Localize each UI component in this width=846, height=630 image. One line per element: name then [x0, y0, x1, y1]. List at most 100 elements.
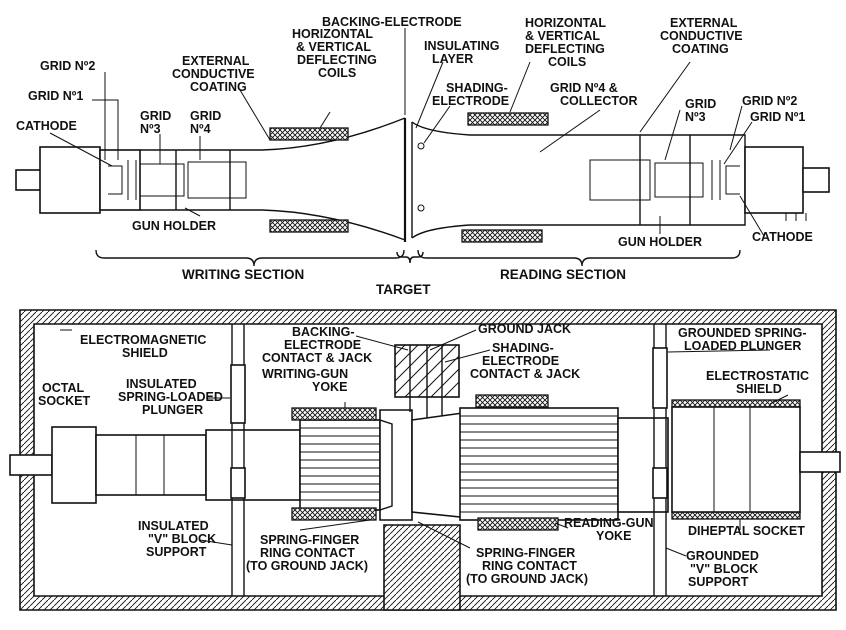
- grid1-right-leader: [723, 121, 753, 165]
- lower-assembly-drawing: [9, 309, 841, 611]
- shading-contact-leader: [444, 349, 491, 363]
- label-grounded-v-block: GROUNDED "V" BLOCK SUPPORT: [686, 549, 762, 589]
- right-grid3: [654, 162, 704, 198]
- label-backing-contact: BACKING- ELECTRODE CONTACT & JACK: [262, 325, 372, 365]
- lower-labels: ELECTROMAGNETIC SHIELD OCTAL SOCKET INSU…: [38, 322, 813, 589]
- label-coils-right: HORIZONTAL & VERTICAL DEFLECTING COILS: [525, 16, 609, 69]
- insulated-plunger: [230, 364, 246, 424]
- left-tube-body: [205, 429, 301, 501]
- left-neck-top: [140, 117, 406, 151]
- shading-electrode-top: [417, 142, 425, 150]
- coating-right-leader: [639, 61, 691, 133]
- grid3-right-leader: [664, 109, 681, 161]
- grid4-collector-leader: [539, 109, 601, 153]
- reading-yoke-coil-top: [475, 394, 549, 408]
- right-grid4-collector: [589, 159, 651, 201]
- insulated-v-block-leader: [199, 539, 233, 546]
- left-cathode: [108, 165, 123, 195]
- label-insulated-plunger: INSULATED SPRING-LOADED PLUNGER: [118, 377, 226, 417]
- jack-block-hatch: [394, 344, 460, 398]
- reading-yoke-leader: [554, 522, 569, 529]
- label-octal-socket: OCTAL SOCKET: [38, 381, 90, 408]
- label-backing-electrode: BACKING-ELECTRODE: [322, 15, 462, 29]
- upper-labels: BACKING-ELECTRODE INSULATING LAYER HORIZ…: [16, 15, 813, 297]
- label-insulating-layer: INSULATING LAYER: [424, 39, 503, 66]
- ground-block: [383, 524, 461, 611]
- target-ring: [379, 409, 413, 521]
- grounded-plunger-leader: [667, 349, 771, 353]
- label-grid1-right: GRID Nº1: [750, 110, 805, 124]
- shading-electrode-bottom: [417, 204, 425, 212]
- label-grid3-left: GRID Nº3: [140, 109, 175, 136]
- shading-electrode-leader: [423, 105, 451, 144]
- left-tube-base: [39, 146, 101, 214]
- label-writing-section: WRITING SECTION: [182, 267, 304, 282]
- right-base-pin: [802, 167, 830, 193]
- label-electrostatic-shield: ELECTROSTATIC SHIELD: [706, 369, 813, 396]
- label-ground-jack: GROUND JACK: [478, 322, 571, 336]
- writing-yoke-windings: [300, 427, 380, 501]
- label-grid3-right: GRID Nº3: [685, 97, 720, 124]
- grounded-plunger: [652, 347, 668, 409]
- electrostatic-shield-leader: [769, 394, 789, 405]
- writing-gun-yoke-body: [299, 419, 381, 511]
- label-grid4-collector: GRID Nº4 & COLLECTOR: [550, 81, 638, 108]
- label-cathode-left: CATHODE: [16, 119, 77, 133]
- left-deflecting-coil-bottom: [269, 219, 349, 233]
- label-spring-finger-right: SPRING-FINGER RING CONTACT (TO GROUND JA…: [466, 546, 588, 586]
- label-coating-right: EXTERNAL CONDUCTIVE COATING: [660, 16, 746, 56]
- reading-yoke-coil-bottom: [477, 517, 559, 531]
- label-grid1-left: GRID Nº1: [28, 89, 83, 103]
- right-bulb-outline: [411, 121, 746, 239]
- label-grid4-left: GRID Nº4: [190, 109, 225, 136]
- label-coating-left: EXTERNAL CONDUCTIVE COATING: [172, 54, 258, 94]
- label-reading-section: READING SECTION: [500, 267, 626, 282]
- octal-socket: [51, 426, 97, 504]
- cathode-left-leader: [49, 132, 113, 167]
- right-deflecting-coil-bottom: [461, 229, 543, 243]
- left-grid3: [139, 163, 185, 197]
- label-electromagnetic-shield: ELECTROMAGNETIC SHIELD: [80, 333, 210, 360]
- target-lip-left: [379, 419, 393, 511]
- spring-finger-left-leader: [299, 519, 371, 531]
- label-target: TARGET: [376, 282, 431, 297]
- label-insulated-v-block: INSULATED "V" BLOCK SUPPORT: [138, 519, 220, 559]
- label-gun-holder-right: GUN HOLDER: [618, 235, 702, 249]
- label-cathode-right: CATHODE: [752, 230, 813, 244]
- grounded-v-block: [652, 467, 668, 499]
- left-grid4: [187, 161, 247, 199]
- writing-section-brace: [95, 249, 405, 267]
- coils-left-leader: [319, 111, 331, 129]
- right-tube-base: [744, 146, 804, 214]
- grid1-left-leader: [92, 99, 119, 160]
- label-shading-electrode: SHADING- ELECTRODE: [432, 81, 511, 108]
- left-cathode-housing: [99, 149, 141, 211]
- label-gun-holder-left: GUN HOLDER: [132, 219, 216, 233]
- left-neck-bottom: [140, 209, 406, 241]
- left-deflecting-coil-top: [269, 127, 349, 141]
- left-socket-pin: [9, 454, 53, 476]
- coating-left-leader: [239, 89, 271, 141]
- left-tube-neck: [95, 434, 207, 496]
- writing-yoke-coil-top: [291, 407, 377, 421]
- right-cathode: [725, 165, 740, 195]
- right-socket-pin: [799, 451, 841, 473]
- label-writing-gun-yoke: WRITING-GUN YOKE: [262, 367, 352, 394]
- label-spring-finger-left: SPRING-FINGER RING CONTACT (TO GROUND JA…: [246, 533, 368, 573]
- spring-finger-right-leader: [417, 521, 471, 549]
- ground-jack-leader: [429, 329, 477, 351]
- grounded-v-block-leader: [665, 547, 687, 557]
- left-base-pin: [15, 169, 43, 191]
- label-grounded-plunger: GROUNDED SPRING- LOADED PLUNGER: [678, 326, 810, 353]
- label-reading-gun-yoke: READING-GUN YOKE: [564, 516, 657, 543]
- label-grid2-right: GRID Nº2: [742, 94, 797, 108]
- upper-tube-drawing: [15, 28, 830, 267]
- electromagnetic-shield-wall: [19, 309, 837, 611]
- gun-holder-left-leader: [184, 207, 201, 217]
- insulated-v-block: [230, 467, 246, 499]
- label-coils-left: HORIZONTAL & VERTICAL DEFLECTING COILS: [292, 27, 380, 80]
- reading-yoke-windings: [460, 415, 618, 513]
- cathode-right-leader: [739, 195, 765, 237]
- electrostatic-shield-bottom: [671, 511, 801, 520]
